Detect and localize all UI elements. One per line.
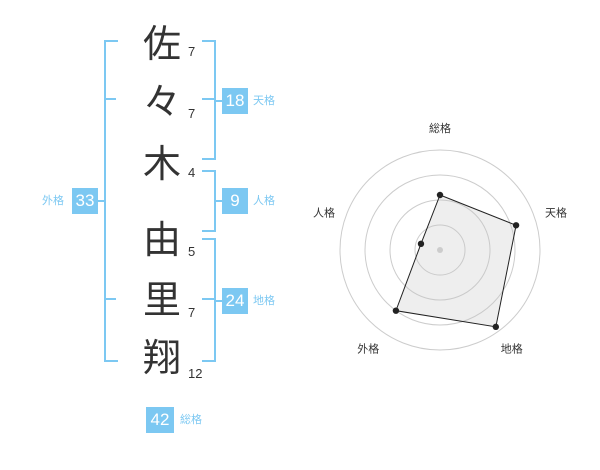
gaikaku-badge: 33 <box>72 188 98 214</box>
name-char-5: 里 <box>142 278 181 322</box>
jinkaku-connector <box>214 200 222 202</box>
stroke-count-2: 7 <box>188 106 196 121</box>
gaikaku-connector <box>98 200 106 202</box>
name-char-1: 佐 <box>142 22 181 66</box>
stroke-count-3: 4 <box>188 165 196 180</box>
radar-grid-ring <box>339 149 541 351</box>
radar-data-point <box>512 222 520 229</box>
stroke-count-4: 5 <box>188 244 196 259</box>
jinkaku-label: 人格 <box>253 194 275 207</box>
stroke-count-6: 12 <box>188 366 203 381</box>
soukaku-label: 総格 <box>180 413 202 426</box>
radar-grid-ring <box>389 199 491 301</box>
radar-data-point <box>392 307 400 314</box>
gaikaku-label: 外格 <box>42 194 64 207</box>
chikaku-connector <box>214 300 222 302</box>
radar-data-point <box>436 191 444 199</box>
soukaku-badge: 42 <box>146 407 174 433</box>
bracket-tick <box>202 298 214 300</box>
radar-axis-label: 総格 <box>429 121 451 135</box>
radar-data-point <box>492 323 500 331</box>
radar-data-point <box>417 240 425 248</box>
bracket-tick <box>104 298 116 300</box>
tenkaku-label: 天格 <box>253 94 275 107</box>
tenkaku-connector <box>214 100 222 102</box>
name-char-2: 々 <box>142 80 181 124</box>
name-char-6: 翔 <box>142 336 181 380</box>
name-char-3: 木 <box>142 142 181 186</box>
jinkaku-badge: 9 <box>222 188 248 214</box>
tenkaku-badge: 18 <box>222 88 248 114</box>
bracket-tick <box>202 98 214 100</box>
gaikaku-bracket <box>104 40 118 362</box>
radar-axis-label: 天格 <box>545 205 567 219</box>
radar-axis-label: 外格 <box>357 342 379 356</box>
radar-grid-ring <box>364 174 516 326</box>
radar-axis-label: 地格 <box>501 342 523 356</box>
chikaku-label: 地格 <box>253 294 275 307</box>
radar-data-polygon <box>395 194 517 328</box>
chikaku-badge: 24 <box>222 288 248 314</box>
radar-center-point <box>437 247 443 253</box>
bracket-tick <box>104 98 116 100</box>
name-char-4: 由 <box>142 218 181 262</box>
radar-grid-ring <box>414 224 466 276</box>
stroke-count-1: 7 <box>188 44 196 59</box>
radar-axis-label: 人格 <box>313 205 335 219</box>
stroke-count-5: 7 <box>188 305 196 320</box>
